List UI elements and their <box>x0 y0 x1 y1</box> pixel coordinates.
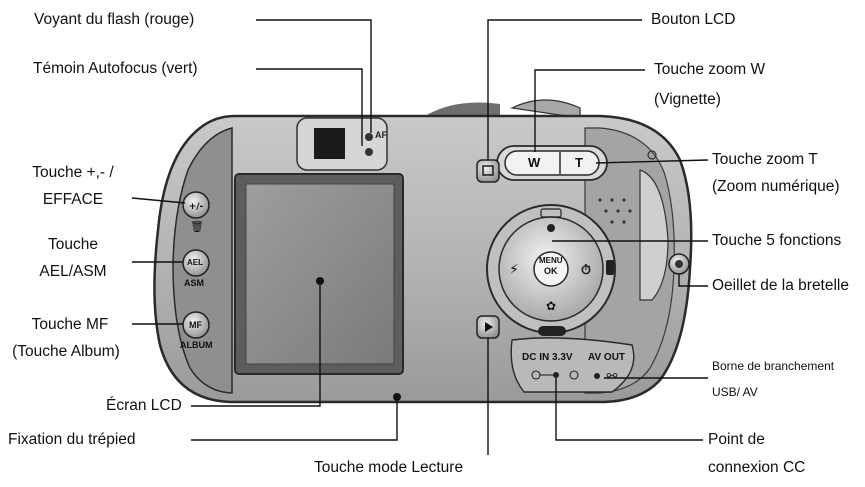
zoom-t-mark: T <box>575 155 583 170</box>
label-lcd-screen: Écran LCD <box>106 397 182 414</box>
svg-text:⚡: ⚡ <box>509 262 519 278</box>
leader-lines <box>131 19 709 455</box>
battery-icon <box>606 260 614 275</box>
strap-grip <box>639 169 669 301</box>
asm-mark: ASM <box>184 278 204 288</box>
label-ael-1: Touche <box>48 236 98 253</box>
mf-button <box>182 311 210 339</box>
speaker-holes <box>598 198 632 224</box>
label-dc-2: connexion CC <box>708 459 806 476</box>
label-zoom-t-1: Touche zoom T <box>712 151 818 168</box>
zoom-rocker <box>504 150 600 176</box>
svg-text:⚯: ⚯ <box>607 369 618 384</box>
label-tripod: Fixation du trépied <box>8 431 136 448</box>
flash-led <box>365 133 373 141</box>
svg-text:+/-: +/- <box>189 202 204 212</box>
label-lcd-button: Bouton LCD <box>651 11 736 28</box>
lcd-button <box>476 159 500 183</box>
label-zoom-w-1: Touche zoom W <box>654 61 766 78</box>
tripod-marker <box>393 393 401 401</box>
label-usb-av-1: Borne de branchement <box>712 359 835 373</box>
plus-minus-button <box>182 191 210 219</box>
shutter-bump <box>509 99 581 119</box>
dc-in-mark: DC IN 3.3V <box>522 352 573 363</box>
af-mark: AF <box>375 130 387 140</box>
lcd-marker <box>316 277 324 285</box>
menu-mark: MENU <box>539 256 563 265</box>
viewfinder-window <box>314 128 345 159</box>
label-playback: Touche mode Lecture <box>314 459 464 476</box>
connector-door <box>510 337 635 393</box>
zoom-w-mark: W <box>528 155 541 170</box>
af-led <box>365 148 373 156</box>
label-dc-1: Point de <box>708 431 765 448</box>
label-flash-led: Voyant du flash (rouge) <box>34 11 195 28</box>
label-plus-minus-2: EFFACE <box>42 191 104 208</box>
menu-ok-button <box>533 251 569 287</box>
svg-text:✿: ✿ <box>546 299 556 313</box>
label-five-func: Touche 5 fonctions <box>712 232 842 249</box>
label-mf-1: Touche MF <box>31 316 109 333</box>
label-zoom-t-2: (Zoom numérique) <box>712 178 840 195</box>
ok-mark: OK <box>544 266 558 276</box>
voice-badge <box>540 208 562 218</box>
label-ael-2: AEL/ASM <box>39 263 107 280</box>
label-strap: Oeillet de la bretelle <box>712 277 849 294</box>
mf-mark: MF <box>189 320 202 330</box>
svg-text:🗑: 🗑 <box>190 220 204 233</box>
ael-mark: AEL <box>187 258 203 267</box>
label-usb-av-2: USB/ AV <box>712 385 758 399</box>
play-pause-badge <box>538 326 566 336</box>
av-out-mark: AV OUT <box>588 352 626 363</box>
svg-text:⏱: ⏱ <box>581 263 591 278</box>
label-mf-2: (Touche Album) <box>12 343 120 360</box>
album-mark: ALBUM <box>180 340 213 350</box>
label-zoom-w-2: (Vignette) <box>654 91 721 108</box>
ael-button <box>182 249 210 277</box>
top-ridge <box>425 102 500 118</box>
label-af-led: Témoin Autofocus (vert) <box>33 60 198 77</box>
label-plus-minus-1: Touche +,- / <box>32 164 114 181</box>
